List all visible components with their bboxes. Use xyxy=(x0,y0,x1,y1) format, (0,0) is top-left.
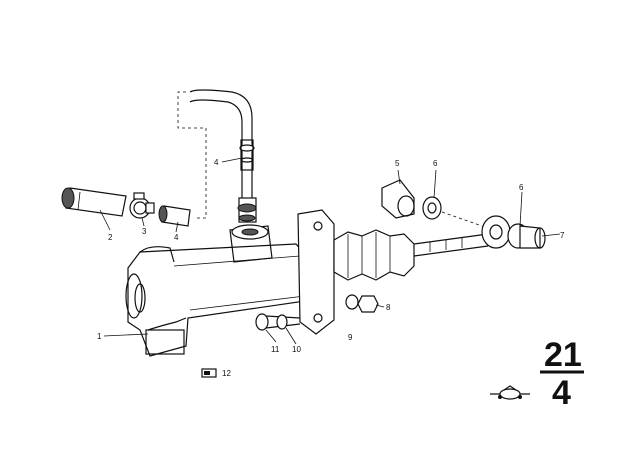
callout-6-left: 6 xyxy=(433,159,438,168)
clevis-eye xyxy=(481,215,511,249)
callout-12: 12 xyxy=(222,369,231,378)
callout-3: 3 xyxy=(142,227,147,236)
callout-4-top: 4 xyxy=(214,158,219,167)
assembly-dash-line xyxy=(441,211,483,227)
cylinder-flange xyxy=(297,209,335,335)
callout-10: 10 xyxy=(292,345,301,354)
page-ref-bottom: 4 xyxy=(552,374,571,412)
rubber-boot xyxy=(333,229,415,281)
callout-1: 1 xyxy=(97,332,102,341)
callout-11: 11 xyxy=(271,345,280,354)
short-hose xyxy=(158,205,191,227)
leader-lines xyxy=(99,157,561,345)
callout-8: 8 xyxy=(386,303,391,312)
car-symbol-icon xyxy=(490,385,530,400)
push-rod xyxy=(413,233,489,257)
hose-clamp xyxy=(129,192,155,219)
hose-routing-bracket xyxy=(177,91,207,219)
master-cylinder-body xyxy=(125,224,313,357)
callout-5: 5 xyxy=(395,159,400,168)
callout-4-left: 4 xyxy=(174,233,179,242)
callout-9: 9 xyxy=(348,333,353,342)
bolt-washer xyxy=(276,314,288,330)
callout-numbers: 1 2 3 4 4 5 6 6 7 8 9 10 11 12 xyxy=(97,158,565,378)
hose-segment xyxy=(61,187,127,217)
callout-6-right: 6 xyxy=(519,183,524,192)
page-reference: 21 4 xyxy=(540,336,584,412)
clevis-pin xyxy=(507,223,546,249)
callout-7: 7 xyxy=(560,231,565,240)
brake-line-pipe xyxy=(189,89,257,223)
page-ref-top: 21 xyxy=(544,336,582,374)
bushing xyxy=(381,179,415,219)
nut xyxy=(345,294,379,313)
reference-box-icon xyxy=(201,368,217,378)
callout-2: 2 xyxy=(108,233,113,242)
washer xyxy=(422,196,442,220)
